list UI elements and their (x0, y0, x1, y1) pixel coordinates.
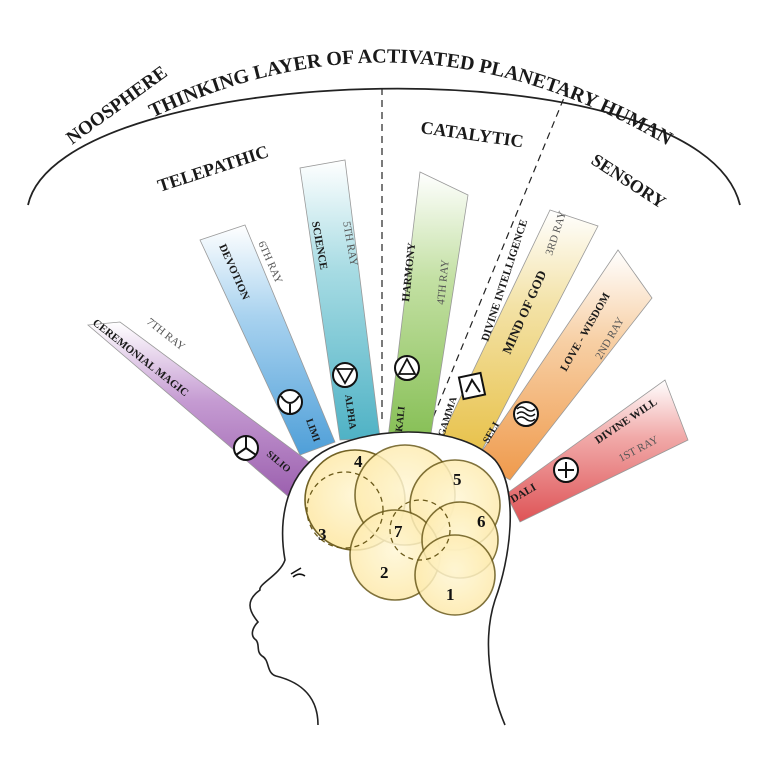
glyph-name-kali: KALI (394, 406, 408, 433)
triple-curve-icon (233, 435, 259, 461)
brain-circles (304, 444, 501, 616)
noosphere-arc (27, 87, 741, 206)
brain-number-6: 6 (477, 512, 486, 531)
crescent-v-icon (277, 389, 303, 415)
sensory-label: SENSORY (588, 150, 670, 213)
ray-name-ceremonial-magic: CEREMONIAL MAGIC (90, 317, 191, 399)
down-triangle-circle-icon (332, 362, 358, 388)
brain-number-3: 3 (318, 525, 327, 544)
glyph-name-alpha: ALPHA (342, 394, 358, 431)
catalytic-label: CATALYTIC (419, 117, 524, 151)
brain-number-1: 1 (446, 585, 455, 604)
cross-circle-icon (553, 457, 579, 483)
brain-number-2: 2 (380, 563, 389, 582)
brain-number-5: 5 (453, 470, 462, 489)
telepathic-label: TELEPATHIC (155, 141, 271, 196)
brain-number-7: 7 (394, 522, 403, 541)
eye-icon (290, 567, 306, 578)
gamma-square-icon (457, 371, 487, 401)
brain-number-4: 4 (354, 452, 363, 471)
divider-line-right (427, 87, 569, 431)
up-triangle-circle-icon (394, 355, 420, 381)
waves-circle-icon (513, 401, 539, 427)
ray-number-4th: 4TH RAY (435, 259, 452, 305)
diagram-title: THINKING LAYER OF ACTIVATED PLANETARY HU… (146, 45, 677, 150)
ray-beam-dali (505, 379, 689, 523)
